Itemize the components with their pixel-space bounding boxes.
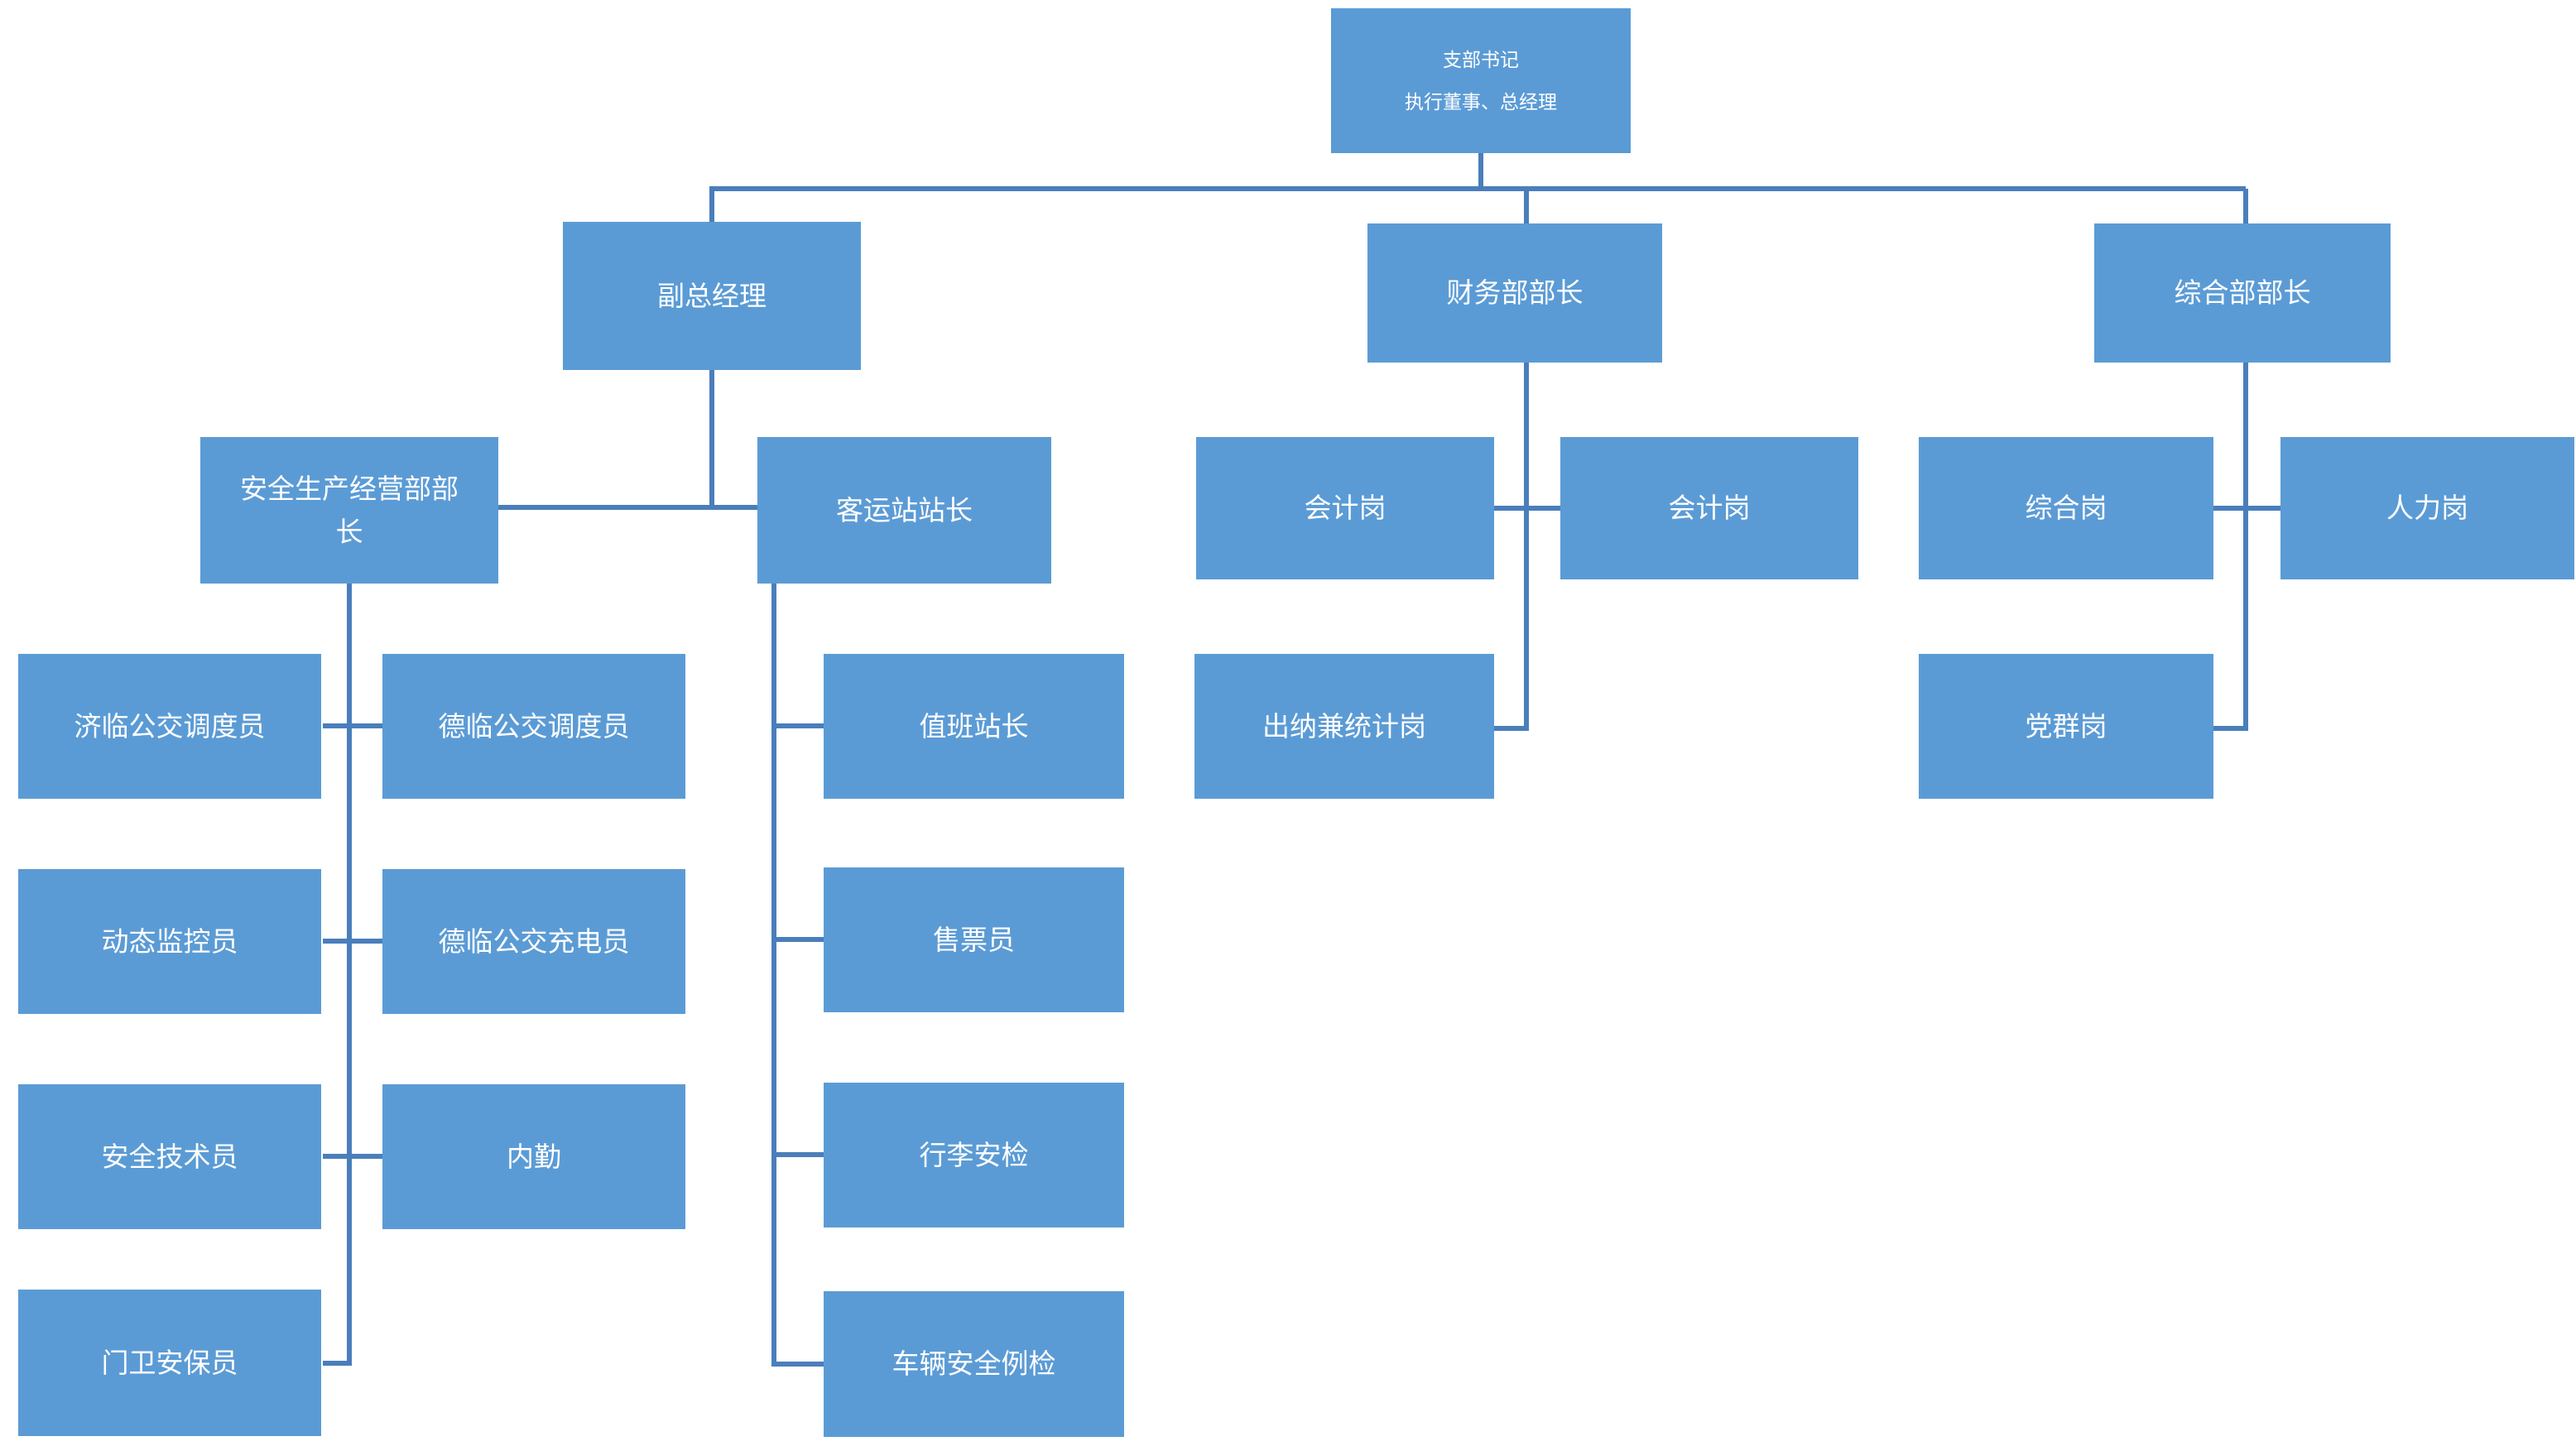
org-node-jilin-dispatcher: 济临公交调度员 [18,654,321,799]
org-node-baggage-security: 行李安检 [824,1083,1124,1227]
connector-general-trunk [2213,363,2248,731]
org-node-general-head: 综合部部长 [2094,223,2391,363]
org-node-vehicle-inspection: 车辆安全例检 [824,1291,1124,1437]
connector-finance-trunk [1494,363,1529,731]
org-node-office-clerk: 内勤 [382,1084,685,1229]
org-node-finance-head: 财务部部长 [1367,223,1662,363]
org-node-vice-gm: 副总经理 [563,222,861,370]
org-node-delin-dispatcher: 德临公交调度员 [382,654,685,799]
org-node-cashier-statistician: 出纳兼统计岗 [1194,654,1494,799]
org-node-gate-guard: 门卫安保员 [18,1290,321,1436]
org-node-duty-station-master: 值班站长 [824,654,1124,799]
org-node-branch-secretary: 支部书记 执行董事、总经理 [1331,8,1631,153]
org-node-station-master: 客运站站长 [757,437,1051,584]
org-node-general-post: 综合岗 [1919,437,2213,579]
org-node-hr-post: 人力岗 [2280,437,2574,579]
org-node-delin-charger: 德临公交充电员 [382,869,685,1014]
connector-station-trunk [771,584,824,1367]
org-node-safety-technician: 安全技术员 [18,1084,321,1229]
org-node-accountant-2: 会计岗 [1560,437,1858,579]
org-node-accountant-1: 会计岗 [1196,437,1494,579]
org-node-safety-head: 安全生产经营部部 长 [200,437,498,584]
org-node-dynamic-monitor: 动态监控员 [18,869,321,1014]
connector-safety-trunk [323,584,352,1366]
org-node-party-post: 党群岗 [1919,654,2213,799]
org-node-ticket-seller: 售票员 [824,867,1124,1012]
